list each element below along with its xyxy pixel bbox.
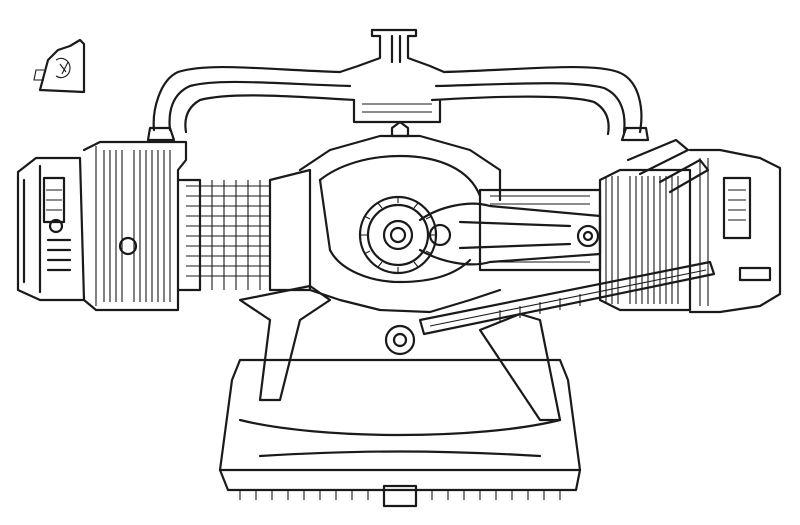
- pushrod-tube: [418, 260, 716, 336]
- camshaft-gear: [358, 195, 438, 275]
- connecting-rod: [418, 202, 602, 266]
- crankcase: [298, 120, 502, 314]
- left-cylinder-fins: [103, 150, 312, 302]
- right-cylinder-head: [626, 138, 782, 314]
- left-cylinder-head: [16, 140, 188, 312]
- oil-sump: [218, 358, 582, 508]
- lower-mount: [238, 284, 562, 422]
- right-cylinder-fins: [598, 168, 692, 312]
- intake-manifold: [146, 28, 650, 142]
- inset-detail: [33, 38, 86, 94]
